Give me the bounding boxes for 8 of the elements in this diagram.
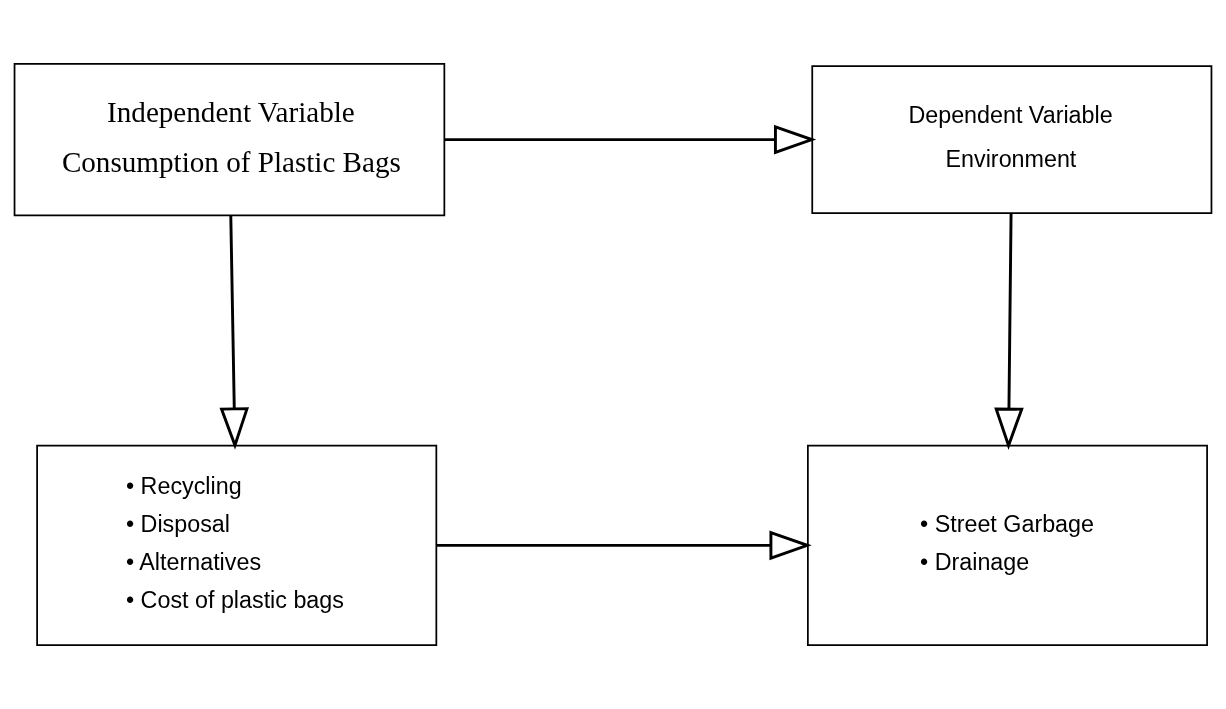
node-box: Dependent Variable Environment <box>811 65 1213 215</box>
node-box: • Recycling • Disposal • Alternatives • Cost of plastic bags <box>36 444 438 647</box>
arrow <box>436 530 812 561</box>
node-box: • Street Garbage • Drainage <box>807 444 1208 647</box>
arrow <box>994 213 1024 450</box>
node-box: Independent Variable Consumption of Plastic Bags <box>13 62 446 217</box>
arrow <box>219 215 250 450</box>
arrow <box>444 124 817 155</box>
